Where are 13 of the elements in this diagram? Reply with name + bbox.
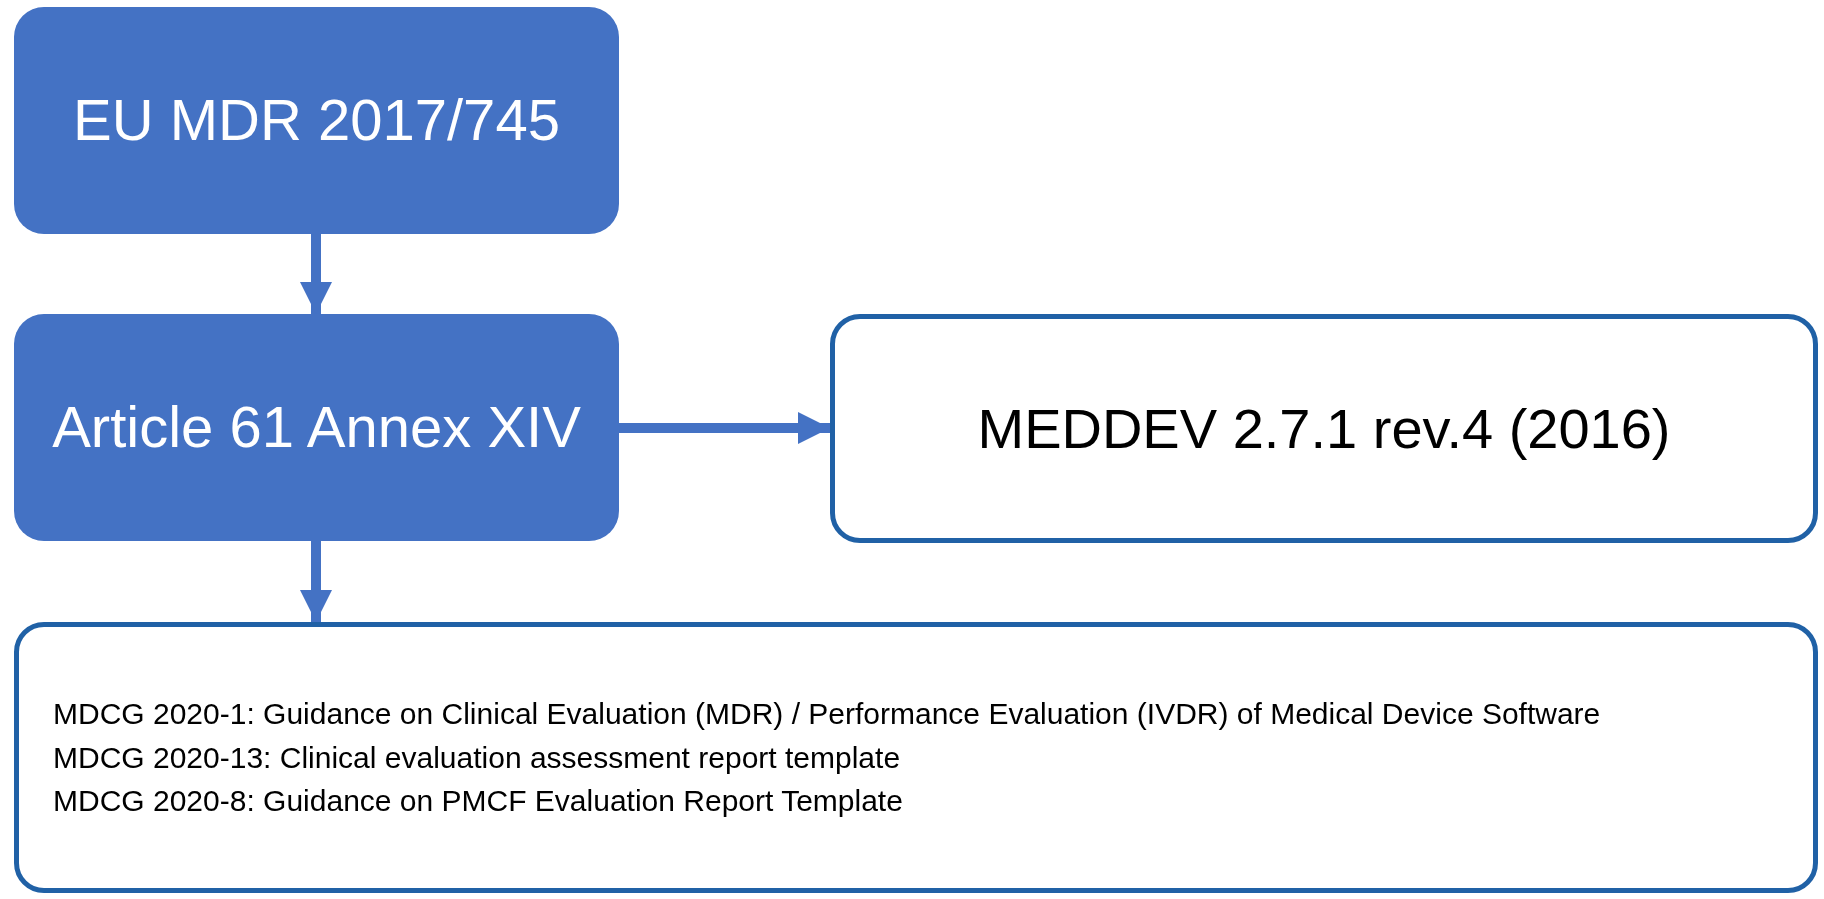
box-label: Article 61 Annex XIV (52, 394, 581, 461)
process-box (14, 7, 619, 234)
arrow (619, 412, 830, 444)
box-label: EU MDR 2017/745 (73, 87, 560, 154)
document-entry: MDCG 2020-1: Guidance on Clinical Evaluation (MDR) / Performance Evaluation (IVDR) of Medical Device Software (53, 696, 1601, 733)
arrow (300, 541, 332, 622)
document-entry: MDCG 2020-13: Clinical evaluation assessment report template (53, 739, 901, 776)
box-label: MEDDEV 2.7.1 rev.4 (2016) (977, 396, 1671, 461)
document-list-box (14, 622, 1818, 893)
arrow (300, 234, 332, 314)
document-box (830, 314, 1818, 543)
process-box (14, 314, 619, 541)
document-entry: MDCG 2020-8: Guidance on PMCF Evaluation Report Template (53, 783, 903, 820)
